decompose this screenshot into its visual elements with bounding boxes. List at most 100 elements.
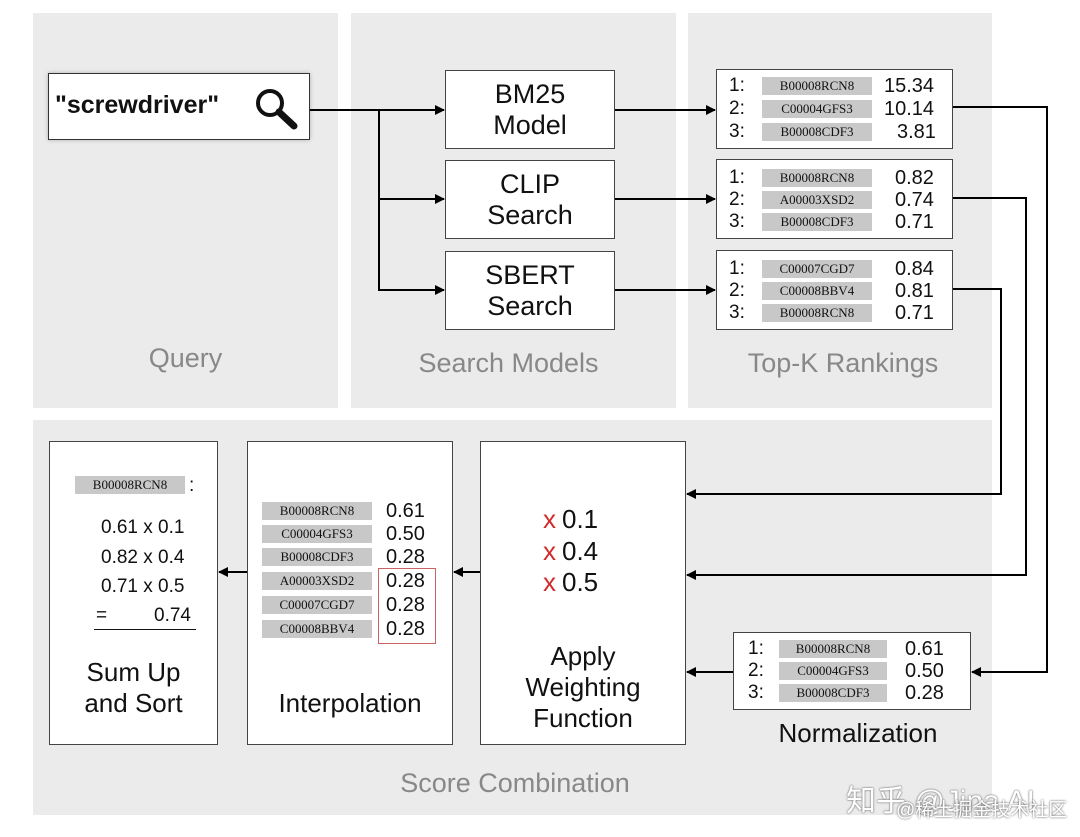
product-id: A00003XSD2 [262,572,372,590]
score-combination-panel-label: Score Combination [400,768,630,798]
score-value: 0.28 [386,570,425,592]
top-k-rankings-panel-label: Top-K Rankings [747,348,939,378]
rank-number: 3: [729,211,745,232]
rank-number: 3: [748,682,764,703]
score-value: 0.28 [386,618,425,640]
interpolation-row: B00008CDF3 0.28 [248,546,452,568]
score-value: 0.50 [386,523,425,545]
weighting-label-line2: Weighting [525,672,641,702]
rank-number: 1: [729,75,745,96]
interpolation-row: A00003XSD2 0.28 [248,570,452,592]
score-value: 0.28 [386,546,425,568]
score-value: 0.74 [895,189,934,211]
score-value: 0.28 [386,594,425,616]
normalization-row: 2: C00004GFS3 0.50 [734,660,970,682]
calc-line-3: 0.71 x 0.5 [101,576,185,597]
score-value: 15.34 [884,75,935,97]
rank-number: 2: [729,280,745,301]
ranking-row: 3: B00008CDF3 3.81 [717,121,952,143]
sbert-search-box[interactable]: SBERT Search [445,251,615,330]
weight-value: 0.5 [562,567,599,597]
sbert-ranking-box: 1: C00007CGD7 0.84 2: C00008BBV4 0.81 3:… [716,250,953,330]
product-id: C00007CGD7 [762,260,872,278]
bm25-model-line1: BM25 [494,79,566,109]
ranking-row: 1: B00008RCN8 0.82 [717,167,952,189]
normalization-box: 1: B00008RCN8 0.61 2: C00004GFS3 0.50 3:… [733,632,971,710]
fill-in-highlight-box [378,568,436,644]
product-id: B00008RCN8 [262,502,372,520]
query-panel-label: Query [148,343,223,373]
product-id: B00008RCN8 [762,77,872,95]
ranking-row: 3: B00008RCN8 0.71 [717,302,952,324]
calc-line-1: 0.61 x 0.1 [101,517,185,538]
arrow-clip-to-weighting [686,197,1027,580]
arrow-bm25-to-normalization [953,106,1048,677]
watermark-main: 知乎 @Jina AI [846,785,1035,818]
score-value: 0.61 [386,500,425,522]
interpolation-row: C00004GFS3 0.50 [248,523,452,545]
weight-value: 0.4 [562,536,599,566]
product-id: C00004GFS3 [262,525,372,543]
sum-label-line2: and Sort [84,688,183,718]
clip-search-box[interactable]: CLIP Search [445,160,615,239]
score-value: 10.14 [884,98,935,120]
multiply-symbol: x [543,567,556,597]
ranking-row: 3: B00008CDF3 0.71 [717,211,952,233]
clip-ranking-box: 1: B00008RCN8 0.82 2: A00003XSD2 0.74 3:… [716,159,953,239]
arrow-sbert-to-weighting [686,288,1002,499]
normalization-row: 1: B00008RCN8 0.61 [734,638,970,660]
calc-line-2: 0.82 x 0.4 [101,547,185,568]
rank-number: 2: [748,660,764,681]
ranking-row: 1: C00007CGD7 0.84 [717,258,952,280]
interpolation-row: C00008BBV4 0.28 [248,618,452,640]
product-id: B00008CDF3 [762,213,872,231]
product-id: C00007CGD7 [262,596,372,614]
rank-number: 3: [729,121,745,142]
rank-number: 2: [729,189,745,210]
normalization-row: 3: B00008CDF3 0.28 [734,682,970,704]
clip-search-line2: Search [487,200,573,230]
sbert-search-line2: Search [487,291,573,321]
score-value: 0.28 [905,682,944,704]
bm25-model-box[interactable]: BM25 Model [445,70,615,149]
rank-number: 1: [729,258,745,279]
score-value: 0.82 [895,167,934,189]
ranking-row: 2: C00004GFS3 10.14 [717,98,952,120]
score-value: 0.71 [895,211,934,233]
normalization-label: Normalization [778,718,938,748]
product-id: C00008BBV4 [262,620,372,638]
weighting-label-line3: Function [533,703,633,733]
ranking-row: 2: C00008BBV4 0.81 [717,280,952,302]
weight-value: 0.1 [562,504,599,534]
sum-label-line1: Sum Up [86,657,181,687]
score-value: 0.84 [895,258,934,280]
score-value: 0.61 [905,638,944,660]
product-id: B00008RCN8 [762,304,872,322]
score-value: 0.71 [895,302,934,324]
product-id: B00008CDF3 [779,684,887,702]
search-models-panel-label: Search Models [418,348,599,378]
interpolation-row: C00007CGD7 0.28 [248,594,452,616]
rank-number: 2: [729,98,745,119]
multiply-symbol: x [543,536,556,566]
score-value: 0.50 [905,660,944,682]
equals-sign: = [96,605,108,626]
product-id: B00008RCN8 [779,640,887,658]
score-value: 3.81 [897,121,936,143]
product-id: A00003XSD2 [762,191,872,209]
ranking-row: 2: A00003XSD2 0.74 [717,189,952,211]
interpolation-box: B00008RCN8 0.61 C00004GFS3 0.50 B00008CD… [247,441,453,745]
ranking-row: 1: B00008RCN8 15.34 [717,75,952,97]
product-id: C00008BBV4 [762,282,872,300]
sbert-search-line1: SBERT [485,260,575,290]
query-text: "screwdriver" [55,91,220,119]
bm25-model-line2: Model [493,110,567,140]
result-value: 0.74 [154,605,191,626]
query-box[interactable]: "screwdriver" [48,73,310,140]
item-colon: : [189,475,195,496]
